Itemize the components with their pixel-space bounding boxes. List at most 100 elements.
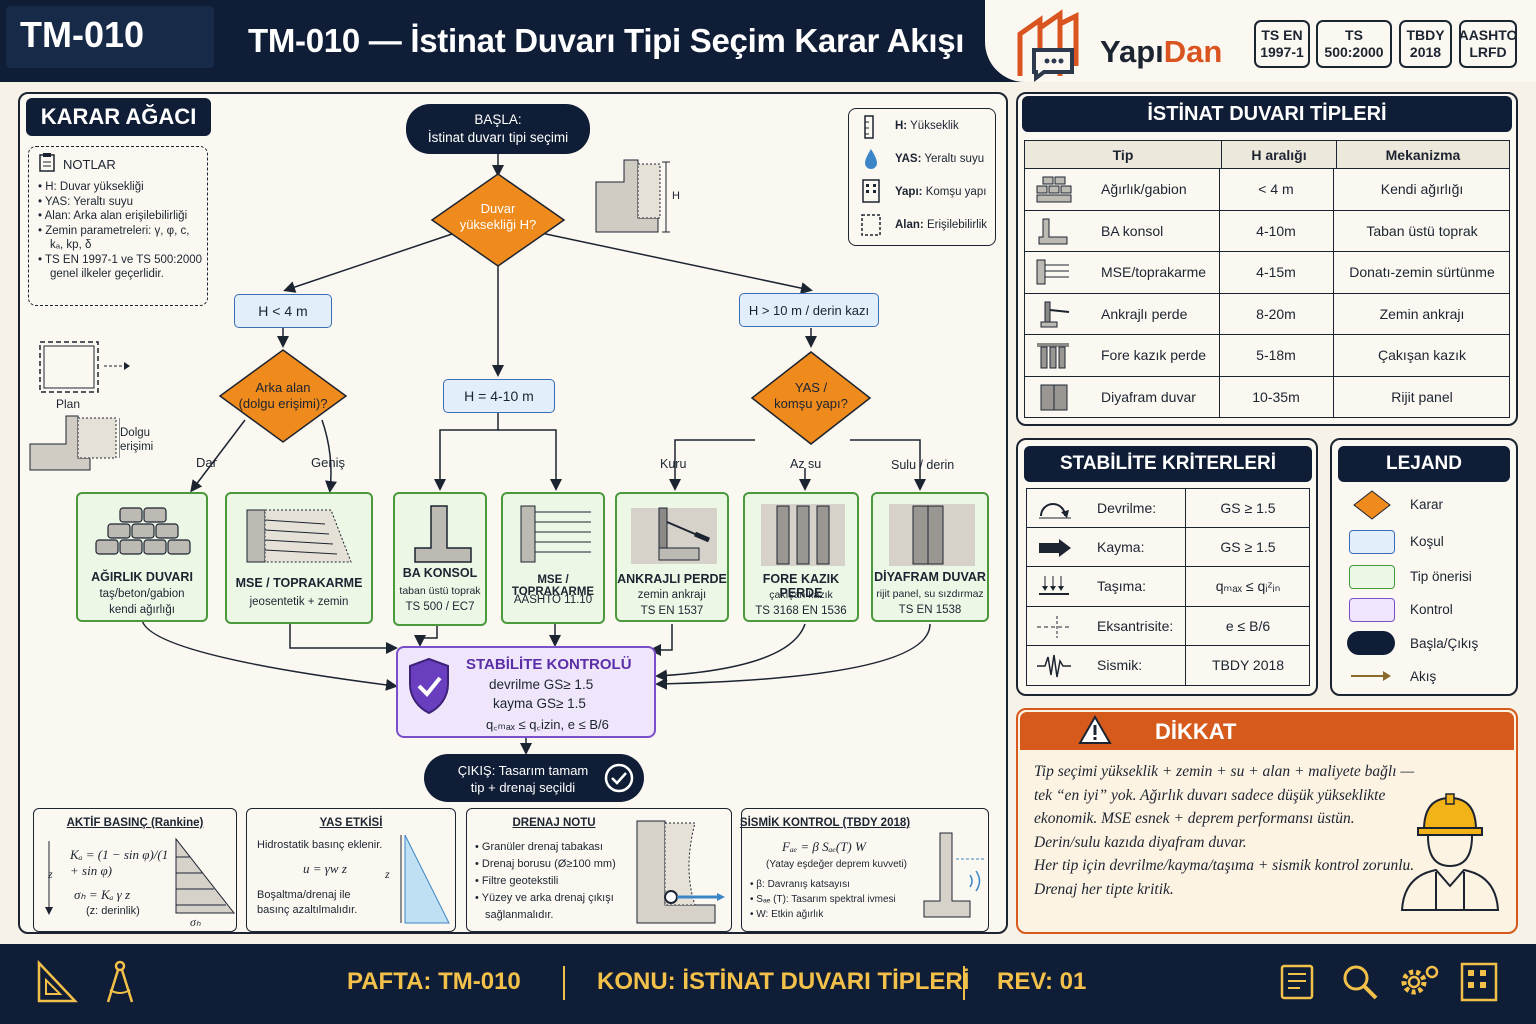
condition-h-gt-10: H > 10 m / derin kazı — [739, 293, 879, 327]
eccentricity-cross-icon — [1037, 615, 1071, 638]
tip-name: DİYAFRAM DUVAR — [874, 570, 986, 584]
note-item: genel ilkeler geçerlidir. — [50, 268, 164, 280]
table-cell: Ağırlık/gabion — [1101, 181, 1187, 197]
search-icon — [1343, 965, 1378, 1000]
table-cell: 8-20m — [1256, 305, 1296, 322]
table-cell: Taban üstü toprak — [1366, 222, 1478, 239]
criterion-value: qₘₐₓ ≤ qᵢᶻᵢₙ — [1215, 578, 1281, 594]
warning-line: Derin/sulu kazıda diyafram duvar. — [1034, 833, 1247, 851]
seismic-list: • β: Davranış katsayısı • Sₐₑ (T): Tasar… — [750, 877, 896, 922]
col-header: H aralığı — [1221, 140, 1337, 169]
sheet-code: TM-010 — [6, 6, 214, 68]
footer-divider — [963, 966, 965, 1000]
table-cell: Kendi ağırlığı — [1380, 181, 1464, 197]
warning-line: Tip seçimi yükseklik + zemin + su + alan… — [1034, 763, 1415, 780]
table-row: Kayma:GS ≥ 1.5 — [1026, 527, 1310, 567]
criterion-value: GS ≥ 1.5 — [1220, 538, 1276, 555]
mini-title: DRENAJ NOTU — [512, 817, 596, 829]
list-item: • Yüzey ve arka drenaj çıkışı — [475, 892, 614, 904]
key-item: Alan: Erişilebilirlik — [895, 219, 988, 231]
mini-title: SİSMİK KONTROL (TBDY 2018) — [739, 817, 911, 829]
exit-node — [424, 754, 644, 802]
col-header: Tip — [1024, 140, 1222, 169]
condition-h-lt-4: H < 4 m — [234, 294, 332, 328]
decision-groundwater-text: YAS / komşu yapı? — [774, 380, 848, 411]
tip-desc: rijit panel, su sızdırmaz — [876, 588, 984, 600]
tip-name: ANKRAJLI PERDE — [617, 572, 727, 586]
legend-start-swatch — [1347, 631, 1395, 655]
decision-backfill-text: Arka alan (dolgu erişimi)? — [238, 380, 328, 411]
drainage-list: • Granüler drenaj tabakası • Drenaj boru… — [475, 839, 616, 924]
notes-title: NOTLAR — [63, 157, 116, 172]
tip-name: AĞIRLIK DUVARI — [91, 570, 193, 584]
exit-text: ÇIKIŞ: Tasarım tamam tip + drenaj seçild… — [457, 763, 589, 795]
legend-label: Akış — [1410, 669, 1437, 684]
tip-desc: kendi ağırlığı — [109, 604, 175, 616]
branch-label: Geniş — [311, 455, 345, 470]
clipboard-icon — [39, 153, 55, 172]
standard-badge: TBDY 2018 — [1399, 20, 1452, 68]
tip-desc: AASHTO 11.10 — [513, 594, 593, 606]
key-item: YAS: Yeraltı suyu — [895, 153, 985, 165]
gravity-wall-icon — [1035, 175, 1073, 203]
table-cell: Rijit panel — [1391, 388, 1453, 405]
table-cell: Fore kazık perde — [1101, 347, 1207, 363]
tip-cantilever-wall: BA KONSOL taban üstü toprak TS 500 / EC7 — [393, 492, 487, 626]
table-row: Eksantrisite:e ≤ B/6 — [1026, 606, 1310, 646]
stability-check-line: devrilme GS≥ 1.5 — [489, 677, 594, 692]
wall-height-sketch-icon — [595, 159, 670, 233]
check-circle-icon — [604, 763, 634, 793]
list-item: • β: Davranış katsayısı — [750, 879, 850, 890]
table-cell: 4-10m — [1256, 222, 1296, 239]
branch-label: Kuru — [660, 457, 687, 471]
criterion-label: Sismik: — [1097, 657, 1143, 673]
shield-check-icon — [409, 657, 449, 715]
fill-access-label: Dolgu erişimi — [120, 427, 154, 453]
criterion-value: GS ≥ 1.5 — [1220, 500, 1276, 516]
tip-mse-wall-a: MSE / TOPRAKARME jeosentetik + zemin — [225, 492, 373, 624]
overturning-arrow-icon — [1039, 503, 1071, 519]
criterion-label: Eksantrisite: — [1097, 617, 1174, 634]
water-drop-icon — [865, 149, 877, 169]
legend-label: Tip önerisi — [1410, 569, 1472, 584]
cantilever-wall-icon — [414, 505, 472, 563]
page-title: TM-010 — İstinat Duvarı Tipi Seçim Karar… — [248, 22, 965, 59]
col-header: Mekanizma — [1336, 140, 1510, 169]
bearing-arrows-icon — [1039, 576, 1069, 595]
legend-flow-arrow-icon — [1351, 671, 1391, 681]
anchor-wall-icon — [1035, 300, 1073, 328]
tip-desc: zemin ankrajı — [637, 589, 707, 601]
table-row: Sismik: TBDY 2018 — [1026, 646, 1310, 686]
standard-badge: TS 500:2000 — [1316, 20, 1392, 68]
table-cell: Donatı-zemin sürtünme — [1349, 264, 1495, 280]
notes-list: • H: Duvar yüksekliği • YAS: Yeraltı suy… — [38, 180, 208, 282]
tip-name: MSE / TOPRAKARME — [511, 574, 595, 598]
building-logo-icon — [1017, 9, 1079, 82]
tip-mse-wall-b: MSE / TOPRAKARME AASHTO 11.10 — [501, 492, 605, 624]
note-item: • Zemin parametreleri: γ, φ, c, — [38, 224, 190, 237]
note-item: • H: Duvar yüksekliği — [38, 181, 144, 193]
list-item: sağlanmalıdır. — [485, 909, 554, 921]
plan-label: Plan — [56, 397, 81, 411]
decision-diamond — [430, 173, 566, 267]
pile-wall-icon — [1035, 341, 1073, 369]
note-item: • Alan: Arka alan erişilebilirliği — [38, 210, 188, 222]
footer-divider — [563, 966, 565, 1000]
list-item: • W: Etkin ağırlık — [750, 909, 824, 920]
warning-text: Tip seçimi yükseklik + zemin + su + alan… — [1034, 760, 1414, 901]
footer-bar — [0, 944, 1536, 1024]
mini-title: AKTİF BASINÇ (Rankine) — [66, 817, 204, 829]
criterion-value: TBDY 2018 — [1211, 657, 1285, 673]
depth-arrow-icon — [45, 841, 53, 915]
tip-anchored-wall: ANKRAJLI PERDE zemin ankrajı TS EN 1537 — [615, 492, 729, 622]
mini-title: YAS ETKİSİ — [319, 817, 383, 829]
wall-types-table: Tip H aralığı Mekanizma — [1024, 140, 1510, 169]
legend-condition-swatch — [1349, 530, 1395, 554]
warning-title: DİKKAT — [1155, 719, 1237, 744]
branch-label: Dar — [196, 455, 217, 470]
footer-subject: KONU: İSTİNAT DUVARI TİPLERİ — [597, 968, 970, 995]
legend-label: Kontrol — [1410, 602, 1453, 617]
